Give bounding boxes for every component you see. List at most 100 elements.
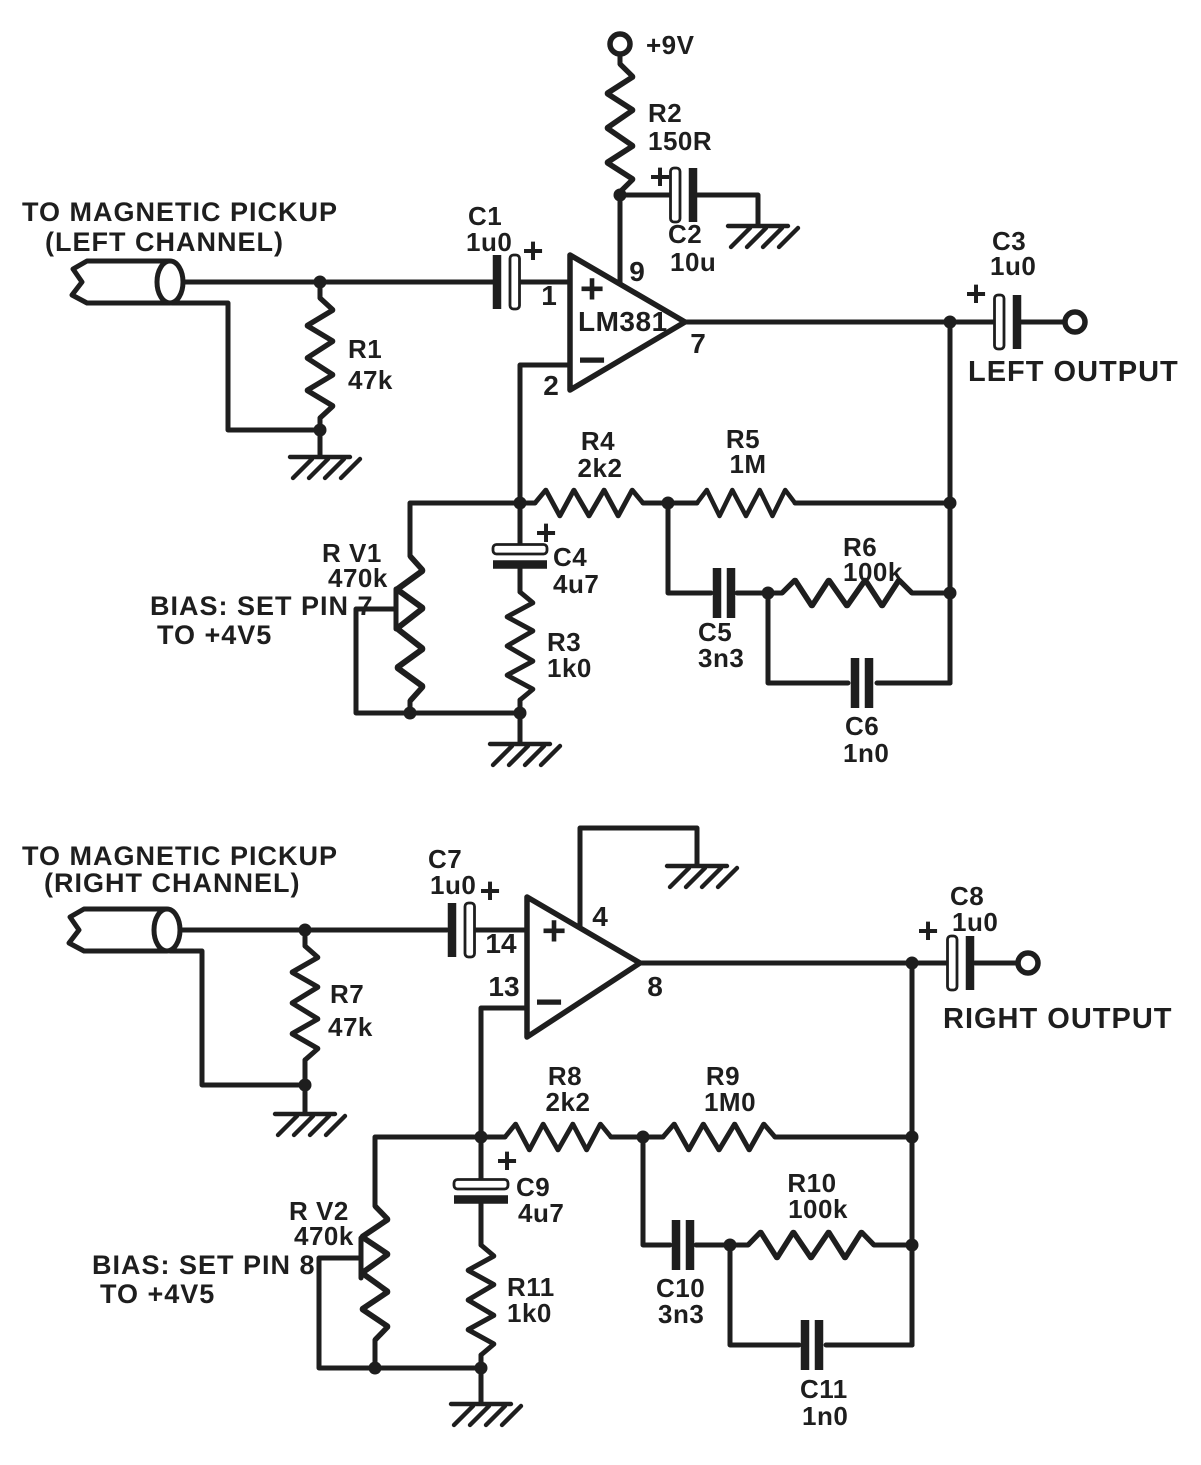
label-c3-value: 1u0 [990, 251, 1036, 281]
wire-c11-branch [727, 1242, 915, 1348]
label-r4-value: 2k2 [578, 453, 623, 483]
label-c9-value: 4u7 [518, 1198, 564, 1228]
label-r6-ref: R6 [843, 532, 877, 562]
source-label-right-line2: (RIGHT CHANNEL) [44, 868, 300, 898]
junction-dot [905, 1130, 919, 1144]
label-r7-value: 47k [328, 1012, 373, 1042]
opamp-left-name: LM381 [578, 306, 668, 337]
label-rv2-ref: R V2 [289, 1196, 349, 1226]
junction-dot [761, 586, 775, 600]
shielded-cable-right [69, 909, 180, 951]
label-c11-value: 1n0 [802, 1401, 848, 1431]
junction-dot [661, 496, 675, 510]
wire-rv2-link [372, 1134, 484, 1371]
label-r1-value: 47k [348, 365, 393, 395]
junction-dot [298, 923, 312, 937]
junction-dot [474, 1361, 488, 1375]
pin-label-13: 13 [488, 971, 519, 1002]
label-c1-value: 1u0 [466, 227, 512, 257]
capacitor-C7 [452, 903, 475, 957]
label-rv2-value: 470k [294, 1221, 354, 1251]
capacitor-C3 [995, 295, 1018, 349]
pin-label-7: 7 [690, 328, 706, 359]
label-rv1-value: 470k [328, 563, 388, 593]
capacitor-C8 [948, 936, 971, 990]
label-r6-value: 100k [843, 557, 903, 587]
junction-dot [474, 1130, 488, 1144]
resistor-R11 [468, 1245, 494, 1355]
label-c10-value: 3n3 [658, 1299, 704, 1329]
capacitor-C9 [454, 1180, 508, 1200]
label-r7-ref: R7 [330, 979, 364, 1009]
bias-note-left-line1: BIAS: SET PIN 7 [150, 591, 374, 621]
ground-icon [275, 1114, 345, 1135]
polarity-plus-icon: + [917, 910, 938, 951]
potentiometer-RV2 [362, 1206, 388, 1340]
label-r8-ref: R8 [548, 1061, 582, 1091]
label-c11-ref: C11 [800, 1374, 848, 1404]
label-c6-ref: C6 [845, 711, 879, 741]
label-r2-ref: R2 [648, 98, 682, 128]
label-c7-ref: C7 [428, 844, 462, 874]
source-label-left-line2: (LEFT CHANNEL) [45, 227, 284, 257]
output-label-right: RIGHT OUTPUT [943, 1003, 1173, 1035]
polarity-plus-icon: + [965, 273, 986, 314]
wire-inverting-input-right [478, 1005, 530, 1140]
pin-label-14: 14 [485, 928, 517, 959]
potentiometer-RV1 [397, 556, 423, 701]
supply-label: +9V [646, 30, 695, 60]
capacitor-C11 [805, 1320, 819, 1370]
polarity-plus-icon: + [496, 1140, 517, 1181]
source-label-left-line1: TO MAGNETIC PICKUP [22, 197, 338, 227]
wire-rv1-wiper [353, 586, 523, 716]
label-c10-ref: C10 [656, 1273, 705, 1303]
label-rv1-ref: R V1 [322, 538, 382, 568]
resistor-R5 [697, 490, 795, 516]
capacitor-C10 [676, 1220, 690, 1270]
label-r8-value: 2k2 [546, 1087, 591, 1117]
label-c6-value: 1n0 [843, 738, 889, 768]
label-r1-ref: R1 [348, 334, 382, 364]
ground-icon [290, 457, 360, 478]
label-c4-value: 4u7 [553, 569, 599, 599]
polarity-plus-icon: + [522, 230, 543, 271]
resistor-R9 [663, 1124, 775, 1150]
inverting-input-icon: − [578, 334, 606, 387]
right-channel: TO MAGNETIC PICKUP (RIGHT CHANNEL) C7 1u… [22, 825, 1173, 1431]
label-c5-ref: C5 [698, 617, 732, 647]
junction-dot [368, 1361, 382, 1375]
label-r11-ref: R11 [507, 1272, 555, 1302]
resistor-R7 [292, 946, 318, 1060]
capacitor-C5 [717, 568, 731, 618]
ground-icon [667, 866, 737, 887]
junction-dot [943, 315, 957, 329]
junction-dot [905, 1238, 919, 1252]
opamp-left [567, 252, 688, 393]
label-r2-value: 150R [648, 126, 712, 156]
left-channel: TO MAGNETIC PICKUP (LEFT CHANNEL) +9V R2… [22, 30, 1178, 768]
junction-dot [723, 1238, 737, 1252]
capacitor-C6 [855, 658, 869, 708]
resistor-R8 [505, 1124, 611, 1150]
shielded-cable-left [72, 261, 183, 303]
wire-c6-branch [765, 590, 953, 686]
junction-dot [298, 1078, 312, 1092]
junction-dot [403, 706, 417, 720]
ground-icon [728, 226, 798, 247]
polarity-plus-icon: + [479, 870, 500, 911]
opamp-right [524, 894, 643, 1040]
label-r10-ref: R10 [787, 1168, 836, 1198]
output-terminal-right [1018, 953, 1038, 973]
label-c8-value: 1u0 [952, 907, 998, 937]
ground-icon [451, 1404, 521, 1425]
bias-note-left-line2: TO +4V5 [157, 620, 272, 650]
label-c1-ref: C1 [468, 201, 502, 231]
label-r3-value: 1k0 [547, 653, 592, 683]
output-terminal-left [1065, 312, 1085, 332]
noninverting-input-icon: + [542, 907, 567, 954]
junction-dot [313, 275, 327, 289]
bias-note-right-line1: BIAS: SET PIN 8 [92, 1250, 316, 1280]
resistor-R1 [307, 298, 333, 418]
resistor-R10 [748, 1232, 874, 1258]
label-r5-value: 1M [729, 449, 766, 479]
